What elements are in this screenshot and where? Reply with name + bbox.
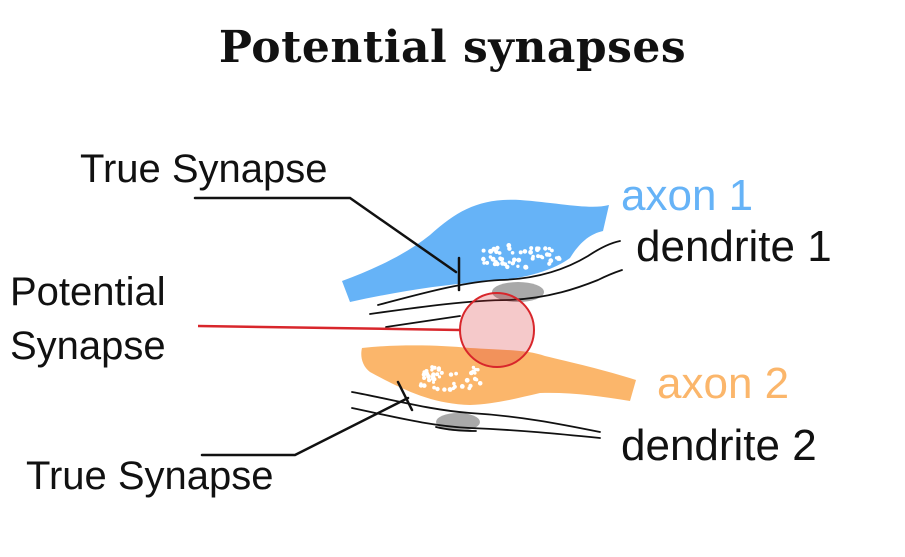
vesicle-dot — [436, 366, 441, 371]
vesicle-dot — [547, 261, 552, 266]
vesicle-dot — [518, 250, 523, 255]
vesicle-dot — [439, 370, 444, 375]
vesicle-dot — [477, 381, 483, 386]
vesicle-dot — [435, 386, 440, 392]
vesicle-dot — [468, 383, 473, 388]
vesicle-dot — [540, 255, 545, 260]
label-dendrite-1: dendrite 1 — [636, 222, 832, 271]
vesicle-dot — [495, 261, 500, 267]
vesicle-dot — [522, 249, 528, 254]
vesicle-dot — [464, 377, 470, 383]
vesicle-dot — [435, 372, 440, 377]
label-axon-1: axon 1 — [621, 171, 754, 220]
label-true-synapse-bottom: True Synapse — [26, 454, 274, 498]
vesicle-dot — [452, 381, 456, 386]
vesicle-dot — [505, 264, 510, 270]
vesicle-dot — [459, 384, 465, 389]
vesicle-dot — [432, 365, 437, 370]
vesicle-dot — [454, 371, 458, 376]
vesicle-dot — [536, 254, 541, 259]
vesicle-dot — [447, 387, 453, 392]
vesicle-dot — [452, 384, 457, 389]
vesicle-dot — [494, 249, 499, 254]
vesicle-dot — [529, 246, 534, 251]
vesicle-dot — [471, 365, 476, 370]
vesicle-dot — [556, 255, 561, 260]
axon-2-shape — [361, 345, 636, 405]
vesicle-dot — [419, 382, 423, 386]
vesicle-dot — [469, 370, 474, 376]
vesicle-dot — [448, 372, 454, 377]
axon-2-vesicles — [418, 365, 483, 392]
vesicle-dot — [437, 375, 442, 379]
axon-1-vesicles — [481, 243, 562, 270]
dendrite-2-membrane-bottom — [351, 407, 601, 439]
label-potential-line1: Potential — [10, 270, 166, 314]
vesicle-dot — [482, 261, 486, 265]
label-potential-line2: Synapse — [10, 324, 166, 368]
vesicle-dot — [497, 251, 502, 255]
vesicle-dot — [473, 367, 478, 372]
true-synapse-bottom-pointer — [200, 396, 410, 457]
vesicle-dot — [424, 369, 429, 373]
vesicle-dot — [442, 387, 447, 392]
vesicle-dot — [516, 264, 520, 268]
dendrite-1-membrane-lower — [385, 315, 461, 328]
dendrite-2-membrane-top — [351, 391, 601, 433]
true-synapse-bottom-tick — [396, 380, 414, 412]
vesicle-dot — [427, 378, 432, 383]
vesicle-dot — [488, 248, 494, 254]
axon-1-shape — [342, 199, 609, 302]
vesicle-dot — [543, 246, 548, 251]
vesicle-dot — [547, 252, 552, 257]
dendrite-2-membrane-lower — [435, 426, 477, 432]
vesicle-dot — [432, 385, 436, 390]
dendrite-1-spine — [492, 282, 544, 302]
vesicle-dot — [507, 246, 512, 251]
vesicle-dot — [490, 256, 496, 262]
vesicle-dot — [481, 248, 486, 253]
vesicle-dot — [431, 380, 436, 384]
true-synapse-top-pointer — [193, 196, 458, 274]
vesicle-dot — [524, 265, 529, 270]
vesicle-dot — [516, 257, 522, 263]
vesicle-dot — [499, 257, 504, 262]
label-true-synapse-top: True Synapse — [80, 147, 328, 191]
vesicle-dot — [422, 383, 427, 388]
vesicle-dot — [488, 255, 493, 259]
vesicle-dot — [426, 374, 431, 379]
vesicle-dot — [528, 249, 533, 255]
vesicle-dot — [531, 254, 535, 259]
vesicle-dot — [432, 377, 437, 382]
vesicle-dot — [547, 246, 552, 251]
dendrite-1-membrane-bottom — [369, 269, 623, 315]
vesicle-dot — [485, 260, 490, 265]
vesicle-dot — [481, 256, 486, 262]
vesicle-dot — [422, 376, 427, 380]
vesicle-dot — [430, 368, 434, 372]
vesicle-dot — [507, 260, 511, 264]
potential-synapse-circle — [459, 292, 535, 368]
vesicle-dot — [495, 245, 500, 250]
vesicle-dot — [472, 376, 478, 381]
vesicle-dot — [535, 247, 540, 253]
diagram-title: Potential synapses — [218, 22, 687, 73]
label-axon-2: axon 2 — [657, 359, 790, 408]
vesicle-dot — [500, 261, 505, 266]
vesicle-dot — [511, 260, 516, 265]
label-dendrite-2: dendrite 2 — [621, 421, 817, 470]
dendrite-1-membrane-top — [377, 240, 621, 306]
potential-synapse-pointer — [197, 324, 461, 332]
vesicle-dot — [550, 248, 554, 253]
vesicle-dot — [510, 251, 515, 255]
vesicle-dot — [431, 372, 436, 377]
